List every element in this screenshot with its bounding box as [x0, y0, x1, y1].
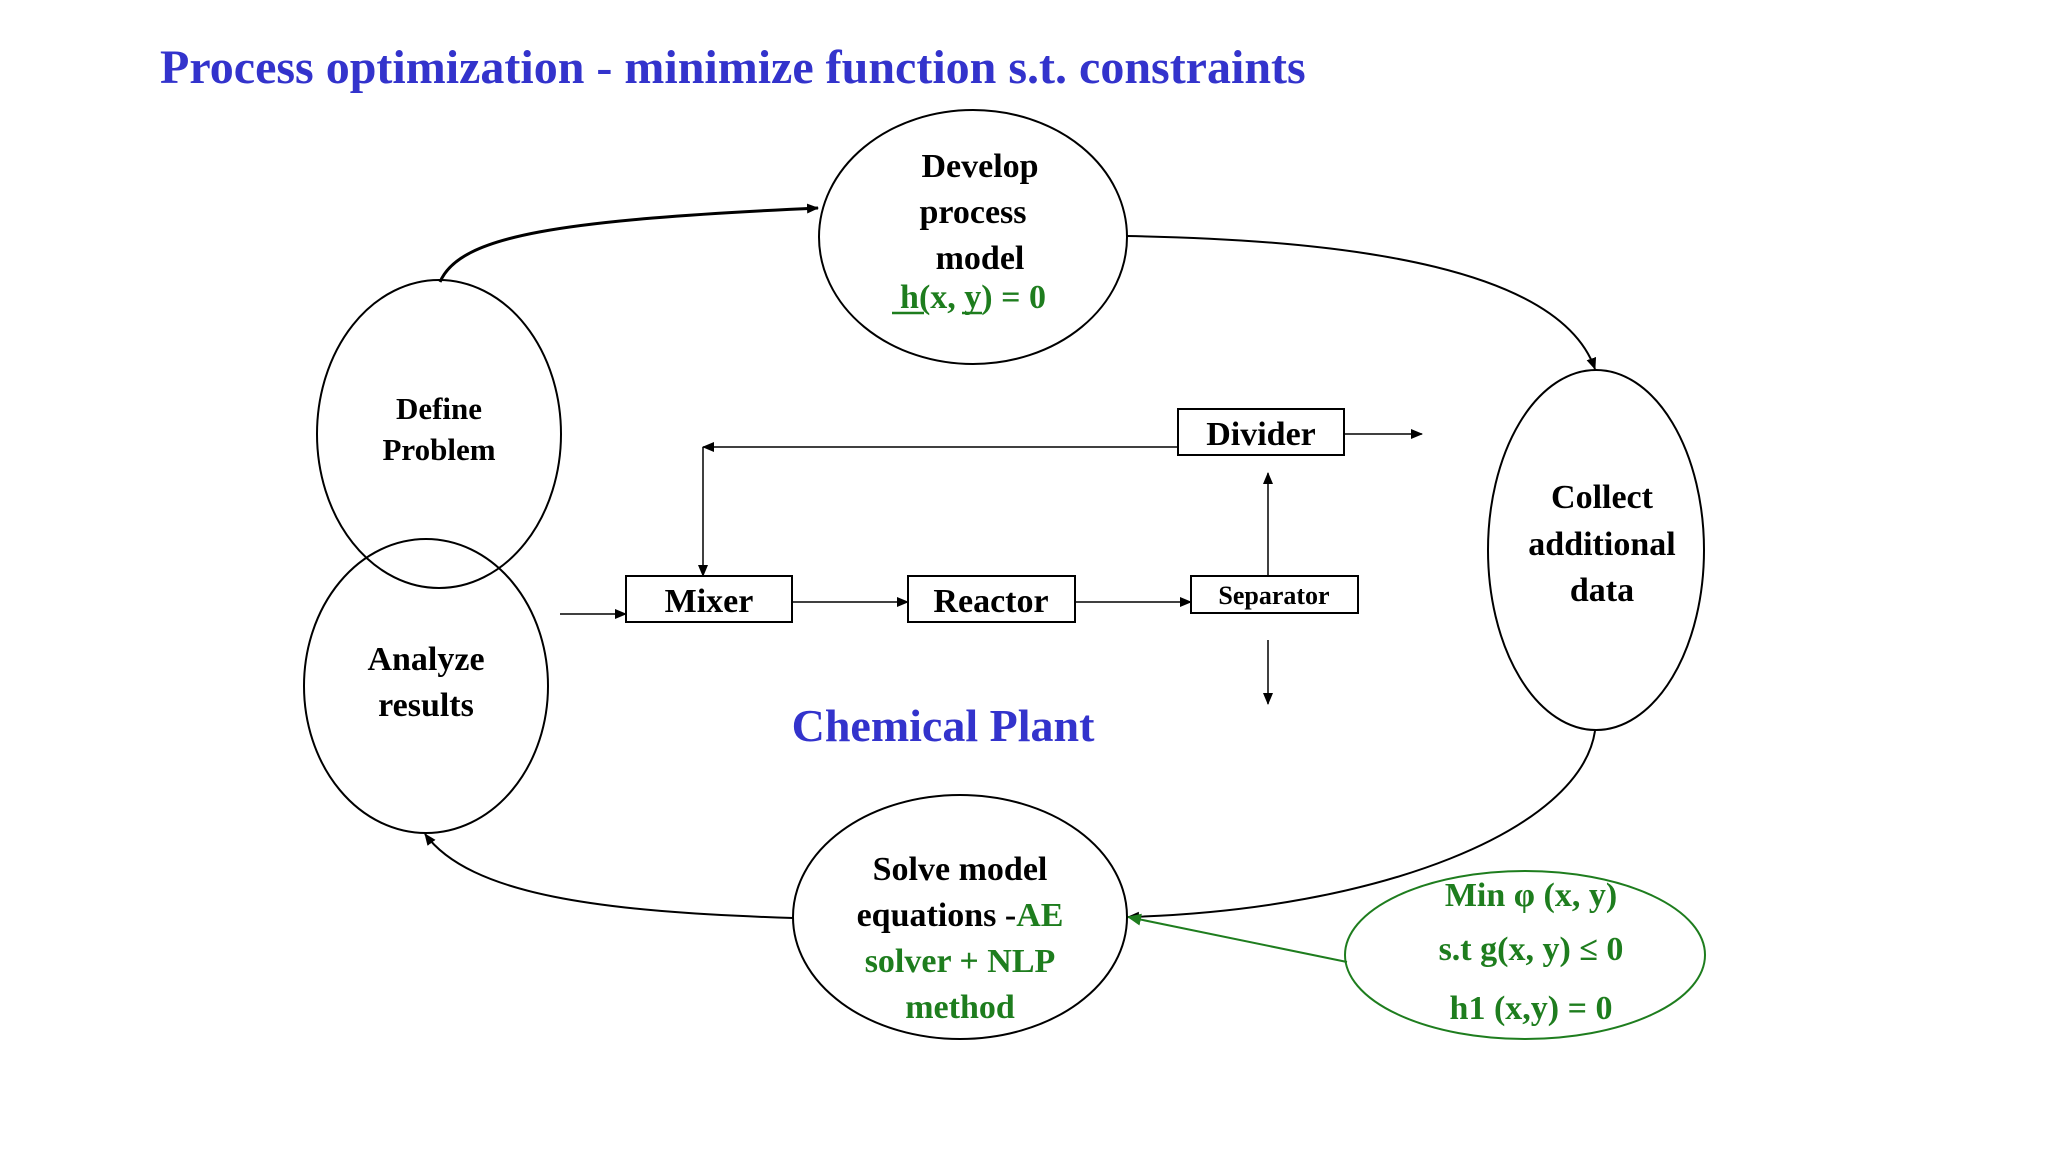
reactor-label: Reactor: [933, 583, 1048, 620]
divider-label: Divider: [1206, 416, 1316, 453]
develop-line-3: model: [936, 240, 1025, 277]
constraints-line-2: s.t g(x, y) ≤ 0: [1439, 931, 1624, 968]
solve-line-2-black: equations -: [857, 897, 1017, 934]
develop-equation: h(x, y) = 0: [900, 279, 1046, 316]
solve-line-2: equations -AE: [857, 897, 1064, 934]
define-line-2: Problem: [382, 432, 495, 467]
collect-line-1: Collect: [1551, 479, 1654, 516]
analyze-line-1: Analyze: [367, 641, 484, 678]
node-constraints: [1344, 870, 1706, 1040]
solve-line-2-green: AE: [1016, 897, 1063, 934]
arrow-solve-to-analyze: [424, 833, 794, 919]
collect-line-3: data: [1570, 572, 1634, 609]
solve-line-4: method: [905, 989, 1015, 1026]
constraints-line-3: h1 (x,y) = 0: [1450, 990, 1613, 1027]
arrow-constraints-to-solve: [1127, 913, 1348, 963]
slide-title: Process optimization - minimize function…: [160, 41, 1306, 94]
analyze-line-2: results: [378, 687, 474, 724]
constraints-line-1: Min φ (x, y): [1445, 877, 1617, 914]
solve-line-3: solver + NLP: [865, 943, 1056, 980]
node-develop: [818, 109, 1128, 365]
solve-line-1: Solve model: [873, 851, 1048, 888]
node-solve: [792, 794, 1128, 1040]
arrow-collect-to-solve: [1127, 730, 1596, 922]
mixer-label: Mixer: [665, 583, 754, 620]
collect-line-2: additional: [1528, 526, 1675, 563]
arrow-develop-to-collect: [1126, 235, 1597, 370]
develop-line-1: Develop: [921, 148, 1038, 185]
develop-line-2: process: [919, 194, 1026, 231]
chemical-plant-label: Chemical Plant: [792, 700, 1095, 751]
define-line-1: Define: [396, 391, 482, 426]
mixer-box: [625, 575, 793, 623]
separator-label: Separator: [1218, 581, 1329, 610]
node-collect: [1487, 369, 1705, 731]
node-define: [316, 279, 562, 589]
node-analyze: [303, 538, 549, 834]
separator-box: [1190, 575, 1359, 614]
arrow-define-to-develop: [438, 203, 819, 283]
divider-box: [1177, 408, 1345, 456]
